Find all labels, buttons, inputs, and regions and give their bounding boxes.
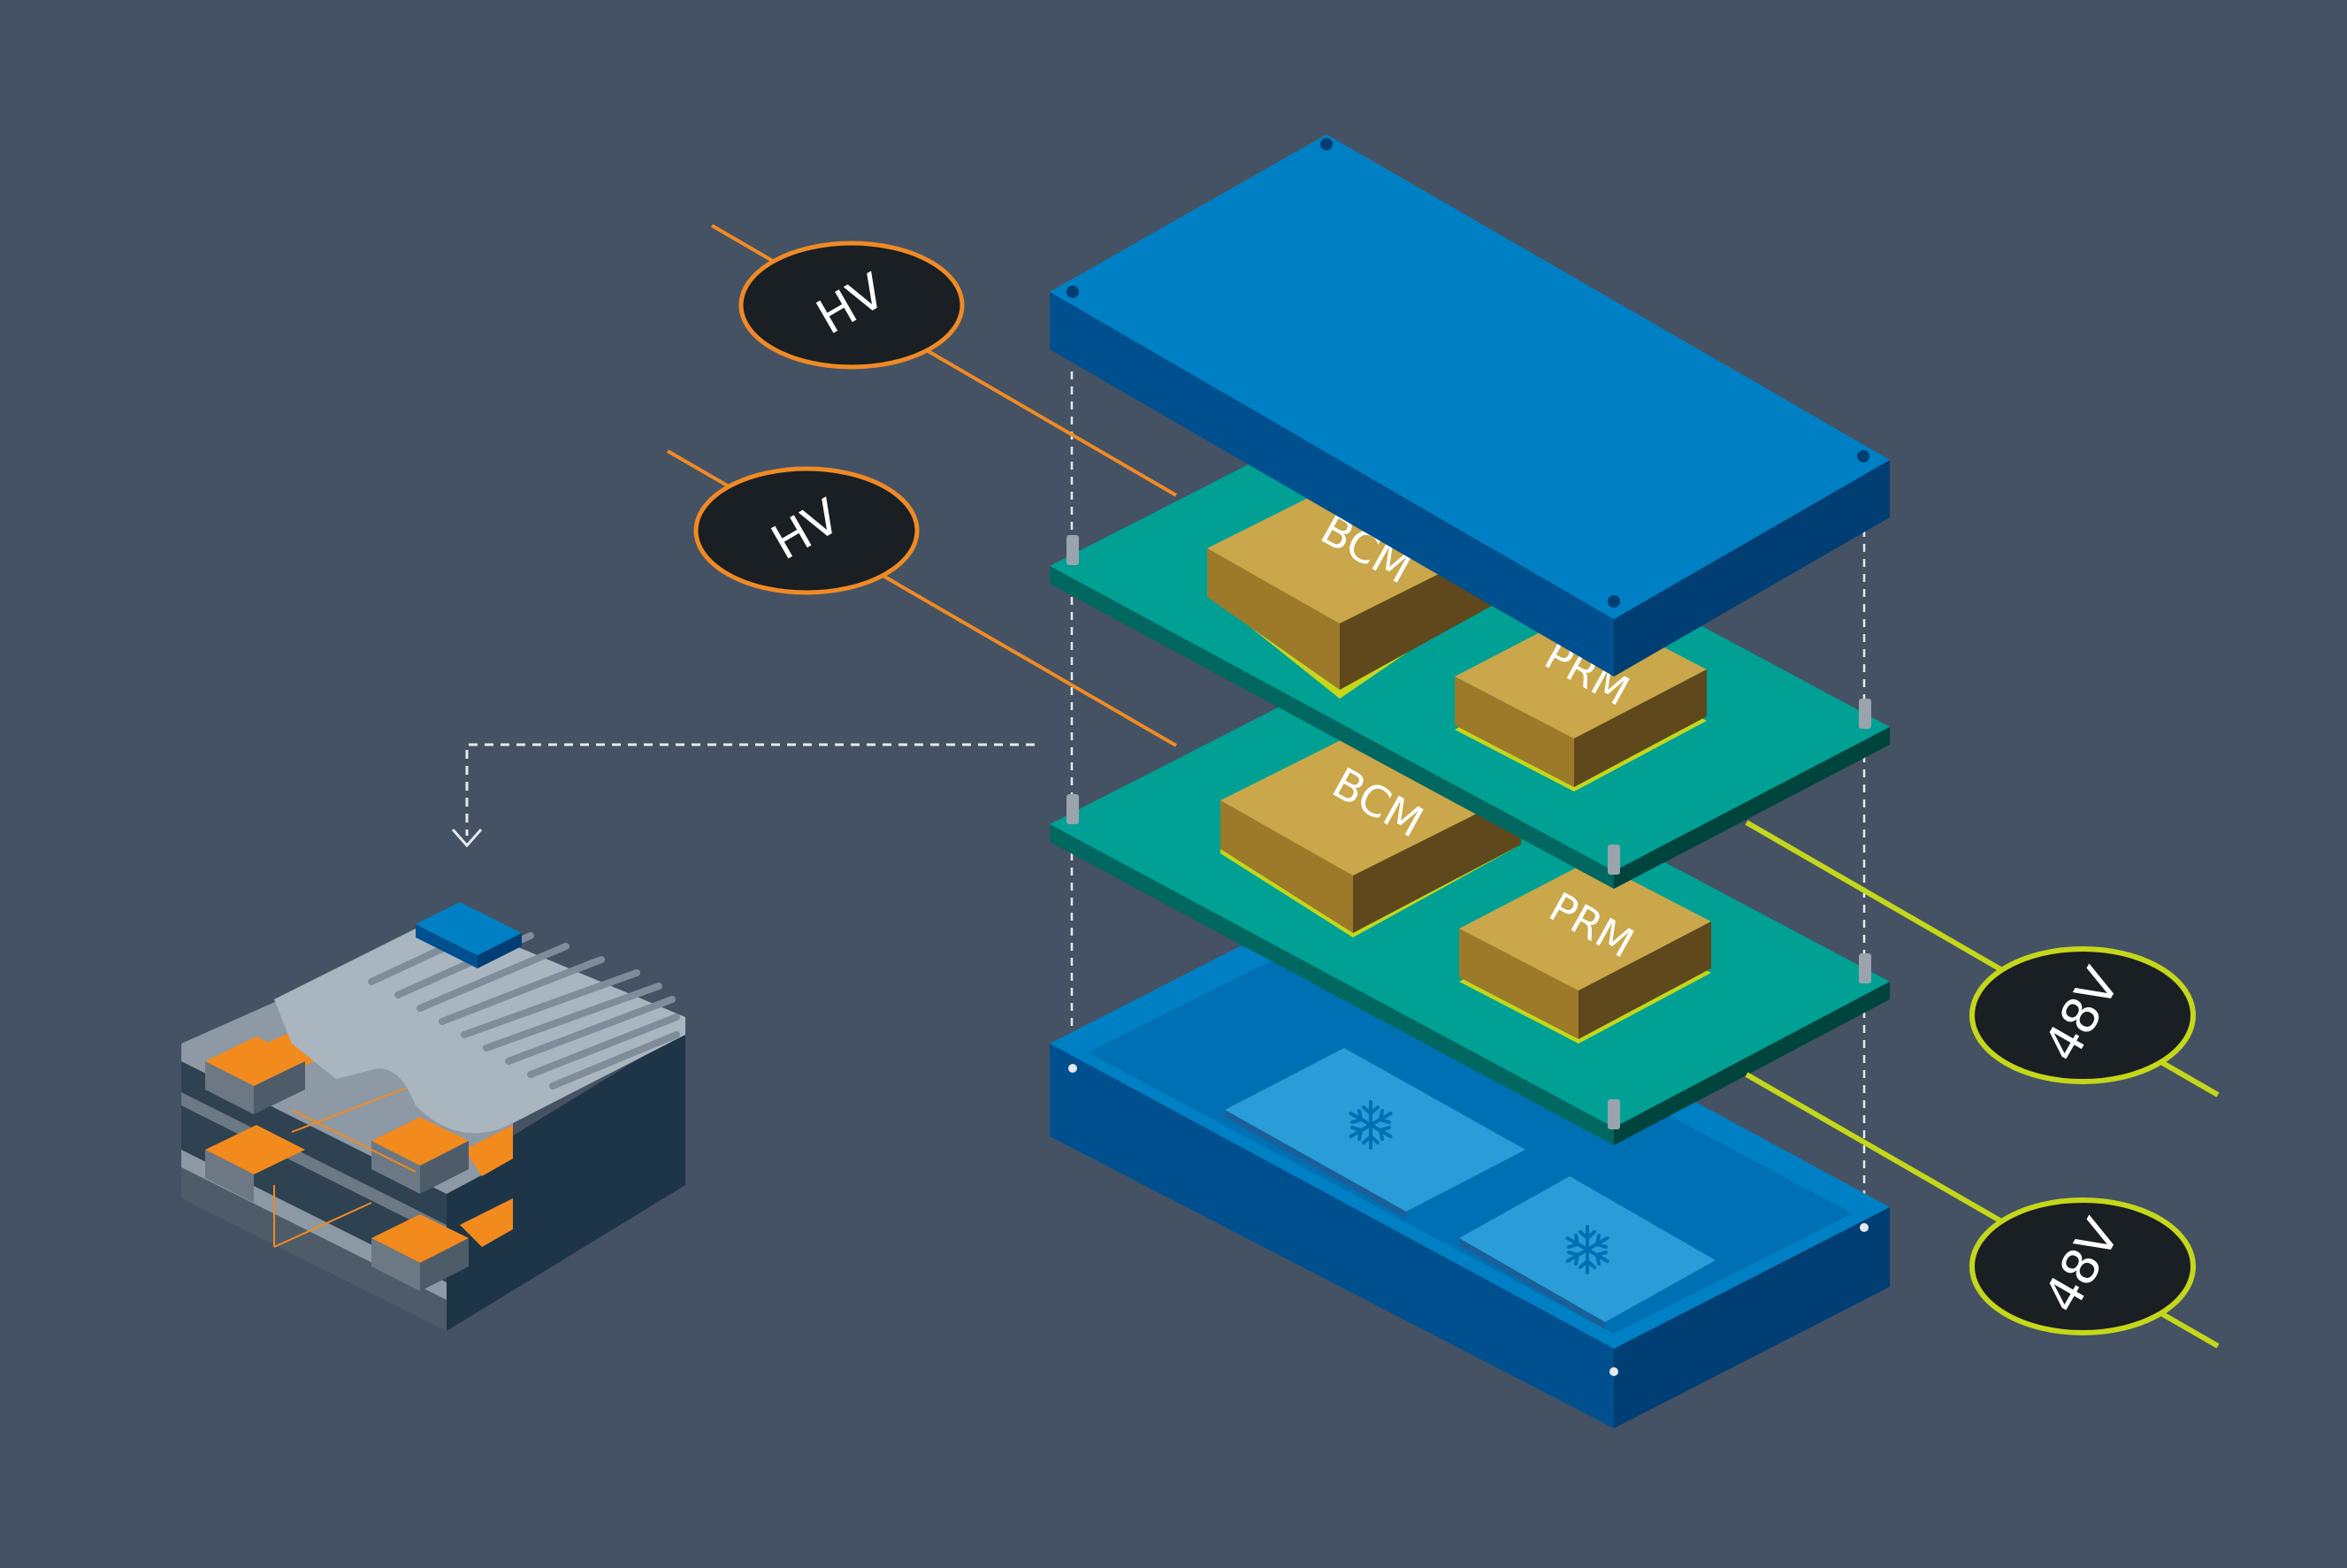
hv-callout-lower: HV	[666, 449, 1178, 747]
chip-inner-wires	[273, 1087, 417, 1248]
pcb-board-lower: BCM PRM	[1050, 683, 1890, 1145]
guide-arrow-head	[451, 829, 483, 848]
chip-side-right	[447, 1030, 685, 1331]
lid-screw-holes	[1066, 138, 1869, 608]
chip-top-fins	[368, 921, 680, 1090]
hv-input-callouts: HV HV	[666, 224, 1178, 747]
lv-callout-lower: 48V	[1745, 1072, 2220, 1349]
chip-blocks	[205, 1061, 469, 1291]
lv-output-callouts: 48V 48V	[1745, 820, 2220, 1349]
lv-callout-upper: 48V	[1745, 820, 2220, 1098]
chip-cutaway-illustration	[181, 743, 1035, 1331]
prm-module-lower: PRM	[1459, 860, 1711, 1044]
top-enclosure-lid	[1050, 134, 1890, 677]
standoffs-upper	[1066, 535, 1871, 875]
chip-orange-pads	[205, 1026, 513, 1263]
cold-plate-2	[1459, 1176, 1716, 1329]
guide-arrow	[465, 743, 1035, 836]
bcm-module-lower: BCM	[1220, 716, 1521, 937]
hv-callout-upper: HV	[710, 224, 1178, 497]
cold-plate-1	[1225, 1048, 1525, 1219]
bottom-enclosure-tray	[1050, 902, 1890, 1428]
chip-top-plate	[274, 915, 685, 1134]
standoffs-lower	[1066, 794, 1871, 1129]
exploded-stack: BCM PRM	[1050, 134, 1890, 1428]
chip-top-blue-die	[416, 902, 522, 955]
tray-holes	[1068, 1064, 1869, 1376]
